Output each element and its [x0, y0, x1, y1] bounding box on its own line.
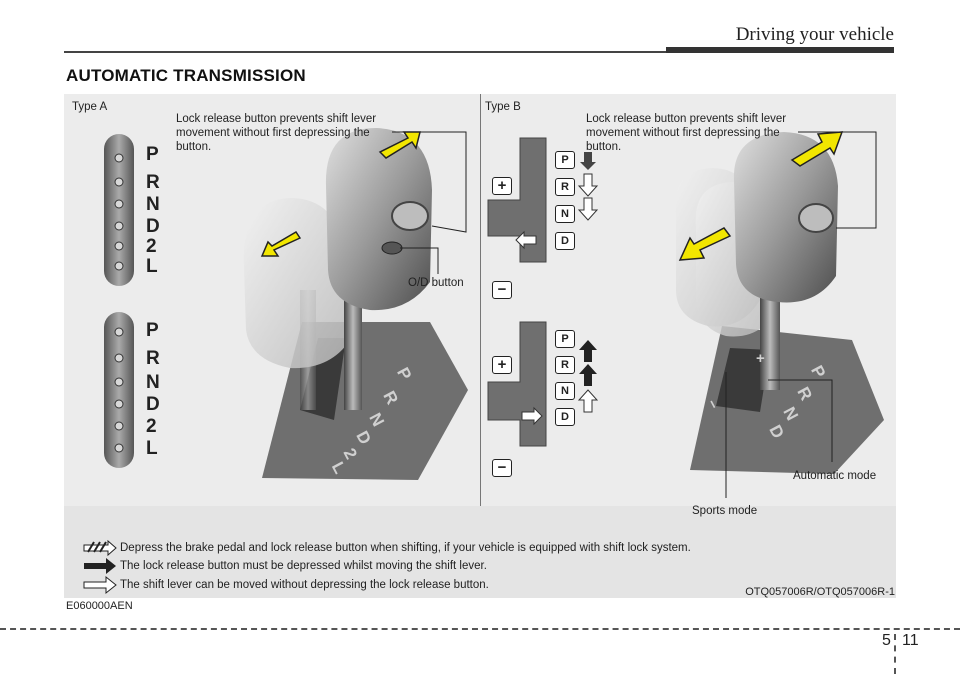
- figure-divider: [480, 94, 481, 506]
- gate-strip-a-top: [104, 134, 134, 286]
- legend-brake-text: Depress the brake pedal and lock release…: [120, 542, 691, 554]
- gate-b-top-P: P: [555, 151, 575, 169]
- header-title: Driving your vehicle: [735, 24, 894, 45]
- lock-button-b: [798, 203, 834, 233]
- gate-b-bottom-arrow: [521, 406, 543, 426]
- gate-a-top-R: R: [146, 172, 160, 193]
- lock-note-a: Lock release button prevents shift lever…: [176, 113, 377, 153]
- gate-b-top-D: D: [555, 232, 575, 250]
- gate-b-top-R: R: [555, 178, 575, 196]
- lock-note-b: Lock release button prevents shift lever…: [586, 113, 787, 153]
- arrow-b-up: [790, 131, 844, 167]
- gate-b-bottom-D: D: [555, 408, 575, 426]
- arrow-b-left: [678, 227, 732, 261]
- gate-a-top-2: 2: [146, 236, 157, 257]
- gate-dots-a: [114, 153, 124, 453]
- gate-strip-a-bottom: [104, 312, 134, 468]
- gate-b-top-arrows: [577, 152, 599, 221]
- leader-lock-a: [392, 131, 467, 233]
- knob-b: [733, 132, 838, 303]
- legend-row-lock: The lock release button must be depresse…: [120, 558, 487, 574]
- od-button-a: [381, 241, 403, 255]
- plus-badge-top: +: [492, 177, 512, 195]
- leader-auto: [768, 379, 833, 462]
- od-button-label: O/D button: [408, 277, 464, 289]
- type-b-label: Type B: [485, 101, 521, 113]
- header-rule: [64, 51, 894, 53]
- gate-b-bottom-N: N: [555, 382, 575, 400]
- console-b-slot: [716, 348, 770, 412]
- legend-row-free: The shift lever can be moved without dep…: [120, 577, 489, 593]
- page-section-number: 5: [882, 632, 891, 649]
- document-code: E060000AEN: [66, 600, 133, 612]
- legend-symbol-solid: [84, 558, 116, 574]
- section-title: AUTOMATIC TRANSMISSION: [66, 66, 306, 85]
- legend-symbol-outline: [83, 575, 117, 595]
- lock-button-a: [391, 201, 429, 231]
- type-a-label: Type A: [72, 101, 108, 113]
- knob-a-ghost: [243, 198, 350, 369]
- gate-a-bottom-N: N: [146, 372, 160, 393]
- gate-b-top-arrow: [515, 230, 537, 250]
- console-b-plus: +: [756, 350, 765, 367]
- gate-b-bottom: [487, 321, 547, 447]
- footer-rule: [0, 628, 960, 630]
- arrow-a-left: [260, 230, 302, 257]
- gate-b-top-N: N: [555, 205, 575, 223]
- arrow-a-up: [378, 131, 421, 159]
- leader-lock-b: [798, 131, 877, 229]
- gate-a-top-N: N: [146, 194, 160, 215]
- plus-badge-bottom: +: [492, 356, 512, 374]
- legend-row-brake: Depress the brake pedal and lock release…: [120, 540, 691, 556]
- automatic-mode-label: Automatic mode: [793, 470, 877, 482]
- page-number-separator: [894, 634, 896, 674]
- gate-a-top-L: L: [146, 256, 158, 277]
- gate-a-bottom-L: L: [146, 438, 158, 459]
- legend-symbol-hatched: [83, 539, 117, 557]
- gate-a-top-D: D: [146, 216, 160, 237]
- gate-b-bottom-arrows: [577, 340, 599, 413]
- legend-free-text: The shift lever can be moved without dep…: [120, 579, 489, 591]
- gate-a-bottom-R: R: [146, 348, 160, 369]
- minus-badge-bottom: −: [492, 459, 512, 477]
- header-accent-bar: [666, 47, 894, 53]
- gate-b-bottom-R: R: [555, 356, 575, 374]
- legend-band: [64, 506, 896, 598]
- page-number: 11: [902, 632, 919, 649]
- sports-mode-label: Sports mode: [692, 505, 758, 517]
- knob-a: [325, 128, 432, 311]
- gate-a-bottom-D: D: [146, 394, 160, 415]
- gate-b-bottom-P: P: [555, 330, 575, 348]
- gate-a-bottom-2: 2: [146, 416, 157, 437]
- gate-b-top: [487, 137, 547, 263]
- leader-od: [400, 247, 439, 274]
- figure-code: OTQ057006R/OTQ057006R-1: [745, 586, 895, 598]
- gate-a-top-P: P: [146, 144, 159, 165]
- legend-lock-text: The lock release button must be depresse…: [120, 560, 487, 572]
- minus-badge-top: −: [492, 281, 512, 299]
- gate-a-bottom-P: P: [146, 320, 159, 341]
